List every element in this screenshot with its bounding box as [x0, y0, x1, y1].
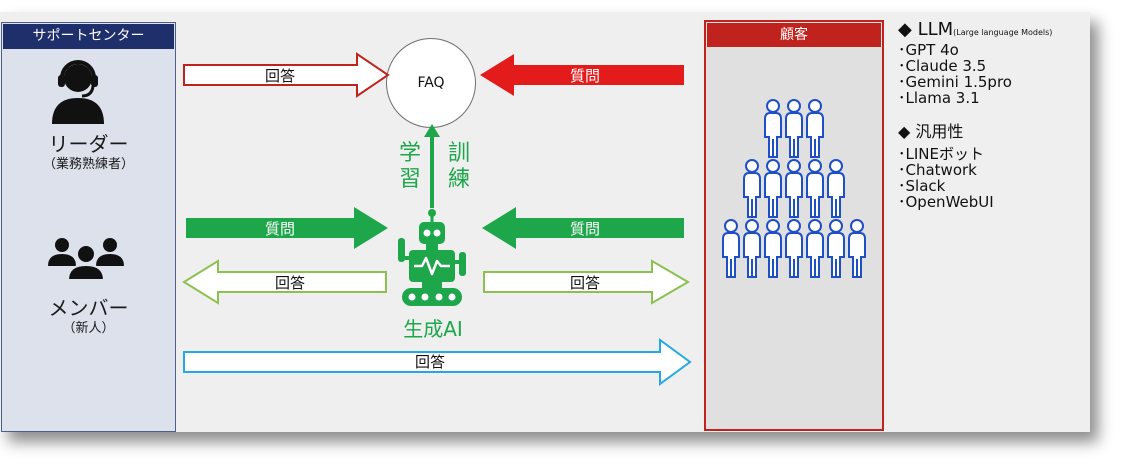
member-question-arrow: [186, 207, 388, 249]
training-char-1: 訓: [447, 141, 470, 166]
versatility-list: ･LINEボット ･Chatwork ･Slack ･OpenWebUI: [898, 146, 994, 210]
llm-item: ･GPT 4o: [898, 41, 959, 59]
leader-headset-icon: [52, 60, 104, 124]
llm-title: ◆ LLM: [898, 19, 954, 40]
customer-figure: [806, 219, 824, 278]
llm-item: ･Gemini 1.5pro: [898, 73, 1012, 91]
customer-figure: [764, 159, 782, 218]
customer-figure: [743, 159, 761, 218]
member-group-icon: [48, 238, 124, 280]
learning-char-1: 学: [398, 141, 421, 166]
llm-heading: ◆ LLM(Large language Models): [898, 19, 1053, 41]
customer-figure: [785, 219, 803, 278]
leader-sublabel: （業務熟練者）: [42, 157, 134, 172]
customer-figure: [764, 99, 782, 158]
ai-answer-customer-arrow: [483, 259, 690, 305]
versatility-title: ◆ 汎用性: [898, 122, 964, 141]
customer-figure: [848, 219, 866, 278]
customer-figure: [827, 219, 845, 278]
llm-item: ･Llama 3.1: [898, 89, 980, 107]
support-center-column: [1, 22, 176, 432]
llm-item: ･Claude 3.5: [898, 57, 987, 75]
member-question-label: 質問: [264, 220, 295, 238]
learning-text: 学 習: [398, 141, 422, 193]
customer-question-faq-arrow: [480, 54, 684, 96]
faq-node: FAQ: [386, 38, 476, 128]
customer-figure: [743, 219, 761, 278]
customer-figure: [806, 99, 824, 158]
member-direct-answer-label: 回答: [414, 353, 445, 371]
customer-figure: [806, 159, 824, 218]
customer-header: 顧客: [707, 23, 881, 47]
genai-label: 生成AI: [403, 317, 463, 341]
leader-label: リーダー: [48, 132, 129, 156]
ai-answer-customer-label: 回答: [569, 274, 600, 292]
customer-figure: [764, 219, 782, 278]
member-label: メンバー: [48, 296, 129, 320]
customer-figure: [722, 219, 740, 278]
member-answer-label: 回答: [274, 274, 305, 292]
customer-crowd-icon: [722, 99, 866, 278]
leader-answer-arrow: [183, 52, 390, 98]
llm-note: (Large language Models): [953, 28, 1053, 37]
training-char-2: 練: [447, 167, 470, 192]
customer-figure: [827, 159, 845, 218]
leader-answer-label: 回答: [264, 67, 295, 85]
versatility-item: ･LINEボット: [898, 145, 984, 163]
customer-question-ai-arrow: [482, 207, 684, 249]
support-center-header: サポートセンター: [3, 24, 174, 49]
genai-robot-icon: [398, 209, 466, 306]
member-direct-answer-arrow: [183, 338, 692, 386]
member-sublabel: （新人）: [62, 321, 115, 336]
customer-question-faq-label: 質問: [569, 67, 600, 85]
customer-figure: [785, 99, 803, 158]
member-answer-arrow: [182, 259, 387, 305]
versatility-item: ･Slack: [898, 177, 946, 195]
versatility-item: ･Chatwork: [898, 161, 977, 179]
learning-char-2: 習: [398, 167, 421, 192]
customer-figure: [785, 159, 803, 218]
training-text: 訓 練: [447, 141, 471, 193]
training-arrow: [424, 124, 440, 208]
llm-list: ･GPT 4o ･Claude 3.5 ･Gemini 1.5pro ･Llam…: [898, 42, 1012, 106]
customer-question-ai-label: 質問: [569, 220, 600, 238]
versatility-item: ･OpenWebUI: [898, 193, 994, 211]
